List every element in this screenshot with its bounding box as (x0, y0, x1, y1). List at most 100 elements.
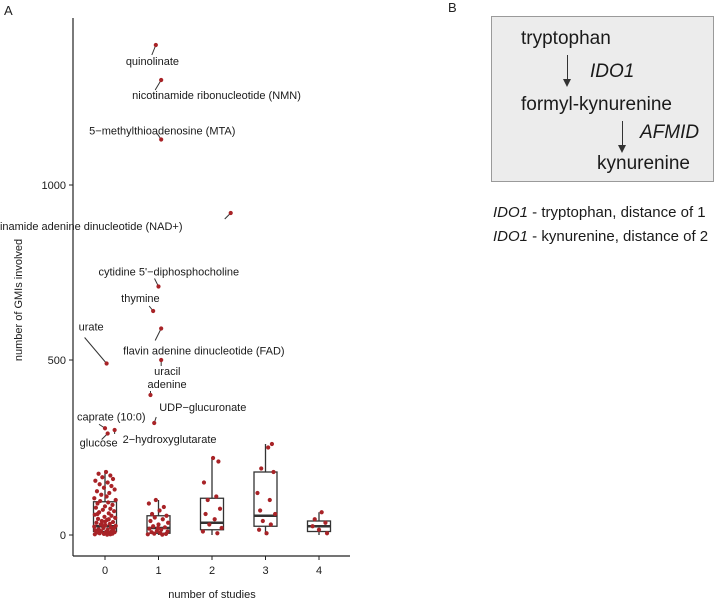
point-label: urate (79, 322, 104, 334)
labeled-data-point (159, 326, 164, 331)
data-point (160, 532, 165, 537)
labeled-data-point (159, 137, 164, 142)
data-point (99, 522, 104, 527)
point-label: cytidine 5'−diphosphocholine (99, 267, 240, 279)
data-point (113, 497, 118, 503)
data-point (108, 473, 113, 478)
data-point (92, 532, 97, 537)
data-point (111, 525, 117, 531)
labeled-data-point (152, 420, 157, 426)
data-point (102, 519, 108, 524)
data-point (260, 518, 265, 524)
data-point (324, 531, 330, 536)
data-point (155, 525, 161, 531)
x-tick-label: 1 (155, 565, 161, 577)
data-point (255, 490, 260, 496)
note-gene: IDO1 (493, 228, 529, 245)
data-point (99, 492, 104, 497)
data-point (164, 513, 169, 518)
data-point (105, 480, 110, 485)
data-point (316, 527, 322, 532)
labeled-data-point (105, 431, 110, 436)
data-point (101, 525, 106, 531)
x-tick-label: 3 (262, 565, 268, 577)
pathway-step-tryptophan: tryptophan (521, 28, 611, 49)
pathway-arrow-2 (622, 121, 623, 146)
data-point (108, 532, 113, 537)
data-point (94, 520, 99, 525)
data-point (97, 482, 102, 487)
y-tick-label: 0 (60, 530, 66, 542)
data-point (93, 478, 98, 483)
labeled-data-point (102, 426, 108, 431)
data-point (101, 531, 107, 537)
data-point (203, 511, 208, 517)
data-point (96, 471, 101, 476)
point-label: glucose (80, 438, 118, 450)
data-point (207, 522, 212, 527)
point-label: 5−methylthioadenosine (MTA) (89, 126, 235, 138)
point-label: flavin adenine dinucleotide (FAD) (123, 346, 284, 358)
data-point (214, 494, 219, 499)
data-point (256, 527, 262, 532)
data-point (267, 497, 272, 503)
data-point (110, 519, 116, 525)
data-point (113, 515, 118, 520)
labeled-data-point (156, 284, 161, 289)
data-point (98, 528, 103, 533)
point-label: nicotinamide ribonucleotide (NMN) (132, 90, 301, 102)
data-point (258, 508, 263, 513)
data-point (104, 494, 109, 499)
data-point (259, 466, 264, 471)
data-point (217, 506, 223, 511)
data-point (312, 517, 317, 522)
pathway-arrowhead-2 (618, 145, 626, 153)
data-point (323, 520, 328, 525)
data-point (98, 498, 103, 504)
label-leader-line (84, 337, 107, 364)
data-point (106, 500, 111, 505)
data-point (101, 485, 107, 490)
data-point (200, 529, 206, 534)
point-label: uracil (154, 366, 180, 378)
data-point (215, 531, 220, 536)
labeled-data-point (159, 357, 164, 363)
data-point (110, 502, 115, 507)
y-axis-title: number of GMIs involved (13, 239, 25, 361)
panel-label-b: B (448, 0, 457, 15)
data-point (93, 505, 99, 510)
data-point (94, 489, 100, 494)
x-axis-title: number of studies (168, 589, 256, 600)
data-point (92, 524, 97, 529)
point-label: UDP−glucuronate (159, 402, 246, 414)
data-point (102, 504, 108, 509)
pathway-step-kynurenine: kynurenine (597, 153, 690, 174)
data-point (147, 526, 152, 531)
labeled-data-point (148, 392, 153, 398)
data-point (95, 516, 101, 522)
data-point (105, 532, 110, 537)
note-text: - kynurenine, distance of 2 (528, 228, 709, 245)
note-gene: IDO1 (493, 204, 529, 221)
data-point (273, 511, 278, 517)
data-point (151, 524, 156, 529)
data-point (95, 501, 100, 506)
point-label: caprate (10:0) (77, 411, 145, 423)
data-point (106, 517, 111, 522)
data-point (160, 517, 165, 522)
data-point (149, 511, 155, 517)
data-point (269, 441, 275, 447)
y-tick-label: 1000 (42, 180, 66, 192)
point-label: quinolinate (126, 56, 179, 68)
data-point (163, 531, 169, 537)
data-point (161, 504, 166, 510)
labeled-data-point (153, 42, 158, 48)
data-point (212, 517, 217, 522)
x-tick-label: 0 (102, 565, 108, 577)
data-point (99, 518, 104, 524)
pathway-enzyme-ido1: IDO1 (590, 61, 635, 82)
pathway-enzyme-afmid: AFMID (640, 122, 700, 143)
data-point (157, 508, 162, 513)
note-distance-2: IDO1 - kynurenine, distance of 2 (493, 228, 708, 245)
point-label: nicotinamide adenine dinucleotide (NAD+) (0, 221, 182, 233)
